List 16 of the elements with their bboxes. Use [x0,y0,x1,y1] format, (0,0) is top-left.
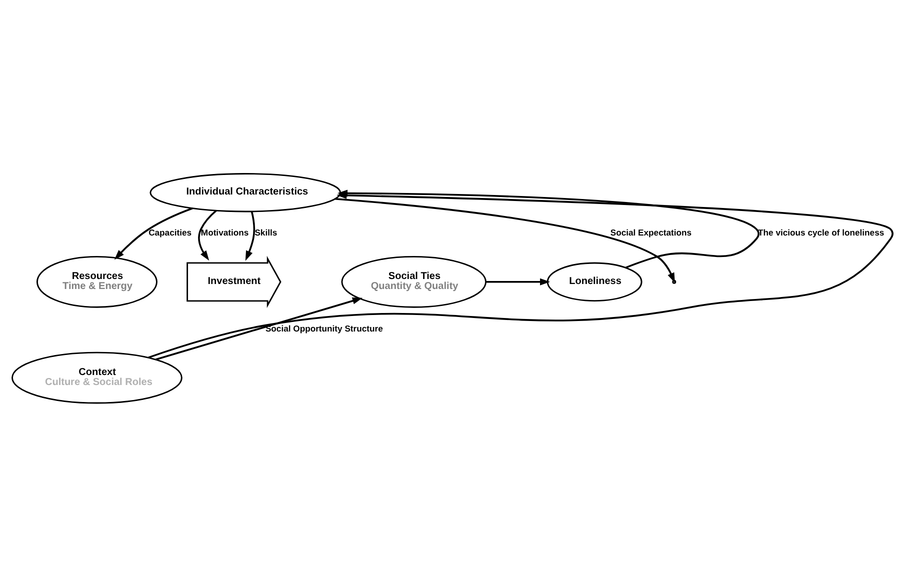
arrow [244,211,255,261]
arrow [114,207,192,260]
edge-label: Motivations [200,227,248,238]
node-ellipse: Loneliness [546,262,642,302]
edge-label: Skills [254,227,277,238]
arrow [155,297,362,360]
arrow [334,198,674,283]
node-ellipse: Resources Time & Energy [36,256,157,308]
node-ellipse: Context Culture & Social Roles [11,352,182,404]
arrow [486,278,550,286]
node-ellipse: Social Ties Quantity & Quality [340,256,486,308]
node-ellipse: Individual Characteristics [149,173,341,212]
edge-label: Social Expectations [610,227,692,238]
arrow [198,210,216,261]
arrow [148,192,892,358]
edge-label: Capacities [148,227,192,238]
